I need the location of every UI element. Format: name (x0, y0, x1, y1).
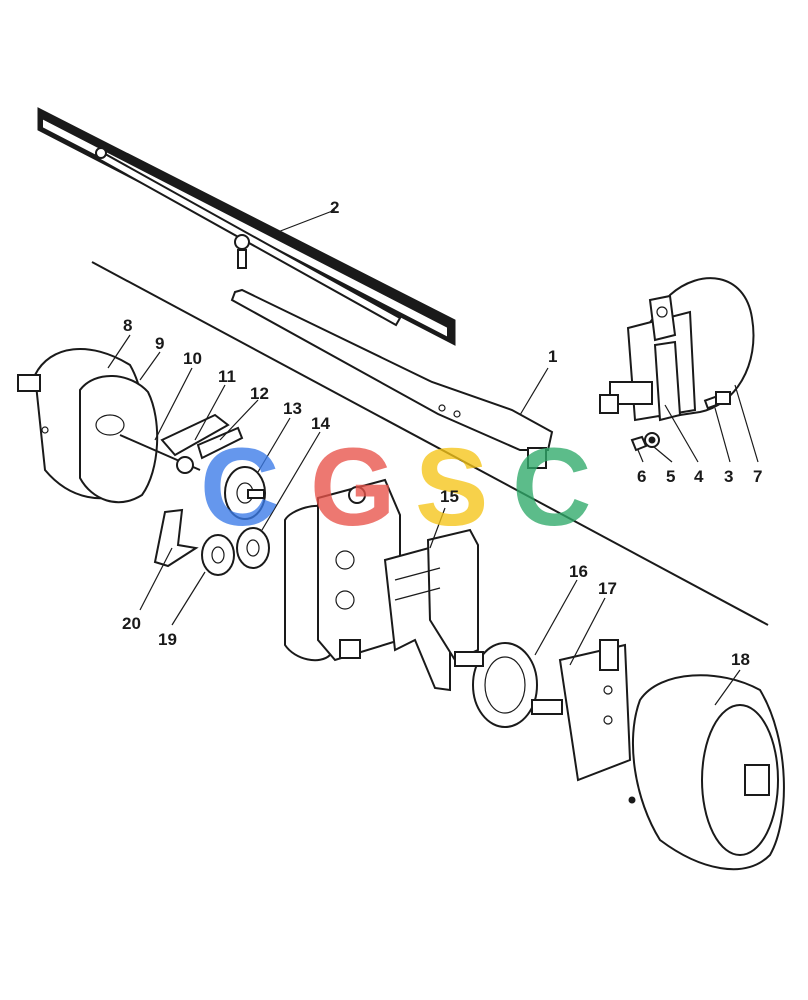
callout-9: 9 (155, 334, 164, 353)
callout-15: 15 (440, 487, 459, 506)
callout-13: 13 (283, 399, 302, 418)
bracket-plate (153, 508, 199, 568)
callout-12: 12 (250, 384, 269, 403)
callout-7: 7 (753, 467, 762, 486)
callout-2: 2 (330, 198, 339, 217)
watermark-letter-g: G (310, 426, 396, 549)
shaft-and-bracket (119, 413, 230, 474)
callout-labels: 1 2 3 4 5 6 7 8 9 10 11 12 13 14 15 16 1… (122, 198, 762, 669)
field-coil (383, 528, 479, 692)
callout-4: 4 (694, 467, 704, 486)
small-hardware (630, 391, 731, 452)
armature (454, 642, 563, 728)
callout-17: 17 (598, 579, 617, 598)
callout-8: 8 (123, 316, 132, 335)
callout-18: 18 (731, 650, 750, 669)
watermark-letter-s: S (415, 426, 488, 549)
wiper-arm (230, 288, 554, 469)
callout-16: 16 (569, 562, 588, 581)
callout-5: 5 (666, 467, 675, 486)
watermark: C G S C (200, 426, 591, 549)
callout-10: 10 (183, 349, 202, 368)
gearbox-housing (284, 478, 401, 662)
callout-11: 11 (218, 367, 236, 386)
callout-19: 19 (158, 630, 177, 649)
callout-20: 20 (122, 614, 141, 633)
divider-line (91, 261, 769, 626)
leader-lines (107, 209, 759, 706)
callout-3: 3 (724, 467, 733, 486)
brush-holder (558, 639, 632, 782)
wiper-blade (37, 107, 456, 346)
callout-14: 14 (311, 414, 330, 433)
callout-6: 6 (637, 467, 646, 486)
gears (201, 466, 270, 576)
plate (196, 426, 244, 460)
motor-can (628, 674, 785, 871)
wiper-motor-assembly (599, 277, 755, 422)
watermark-letter-c2: C (512, 426, 591, 549)
callout-1: 1 (548, 347, 557, 366)
gasket (79, 375, 159, 504)
watermark-letter-c1: C (200, 426, 279, 549)
